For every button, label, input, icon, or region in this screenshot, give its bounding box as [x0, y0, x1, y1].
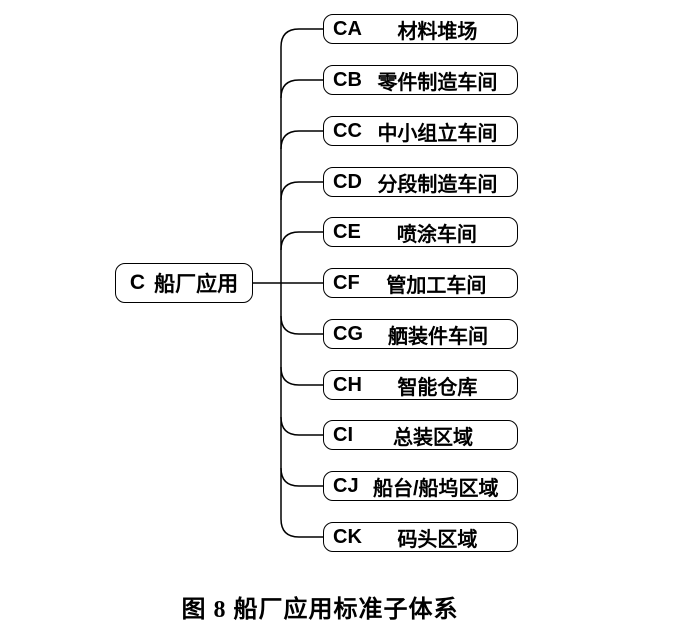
node-ci: CI 总装区域	[323, 420, 518, 450]
node-ce: CE 喷涂车间	[323, 217, 518, 247]
node-cd: CD 分段制造车间	[323, 167, 518, 197]
node-code: CB	[333, 68, 362, 91]
node-code: CC	[333, 119, 362, 142]
node-label: 中小组立车间	[377, 122, 498, 145]
branch-cg	[280, 315, 323, 335]
node-code: CJ	[333, 474, 359, 497]
node-code: CE	[333, 220, 361, 243]
node-cg: CG 舾装件车间	[323, 319, 518, 349]
branch-ck	[280, 518, 323, 538]
node-code: CK	[333, 525, 362, 548]
node-code: CG	[333, 322, 363, 345]
node-code: CH	[333, 373, 362, 396]
node-label: 分段制造车间	[377, 173, 498, 196]
node-label: 舾装件车间	[388, 325, 488, 348]
node-label: 智能仓库	[397, 376, 478, 399]
branch-ch	[280, 366, 323, 386]
node-ck: CK 码头区域	[323, 522, 518, 552]
node-code: CA	[333, 17, 362, 40]
figure-caption: 图 8 船厂应用标准子体系	[181, 597, 459, 623]
node-label: 零件制造车间	[377, 71, 498, 94]
root-name: 船厂应用	[154, 273, 239, 296]
branch-cb	[280, 79, 323, 99]
node-cb: CB 零件制造车间	[323, 65, 518, 95]
branch-cc	[280, 130, 323, 150]
node-label: 船台/船坞区域	[373, 477, 499, 500]
node-code: CF	[333, 271, 360, 294]
root-code: C	[129, 271, 146, 294]
node-ch: CH 智能仓库	[323, 370, 518, 400]
node-label: 喷涂车间	[396, 223, 477, 246]
node-code: CD	[333, 170, 362, 193]
node-label: 管加工车间	[386, 274, 487, 297]
node-label: 码头区域	[397, 528, 478, 551]
branch-cd	[280, 181, 323, 201]
branch-ca	[280, 28, 323, 48]
node-cf: CF 管加工车间	[323, 268, 518, 298]
node-cj: CJ 船台/船坞区域	[323, 471, 518, 501]
node-code: CI	[333, 423, 353, 446]
node-root: C 船厂应用	[115, 263, 253, 303]
node-ca: CA 材料堆场	[323, 14, 518, 44]
branch-cj	[280, 467, 323, 487]
branch-ce	[280, 231, 323, 251]
node-label: 材料堆场	[397, 20, 478, 43]
node-cc: CC 中小组立车间	[323, 116, 518, 146]
node-label: 总装区域	[393, 426, 473, 449]
branch-ci	[280, 416, 323, 436]
